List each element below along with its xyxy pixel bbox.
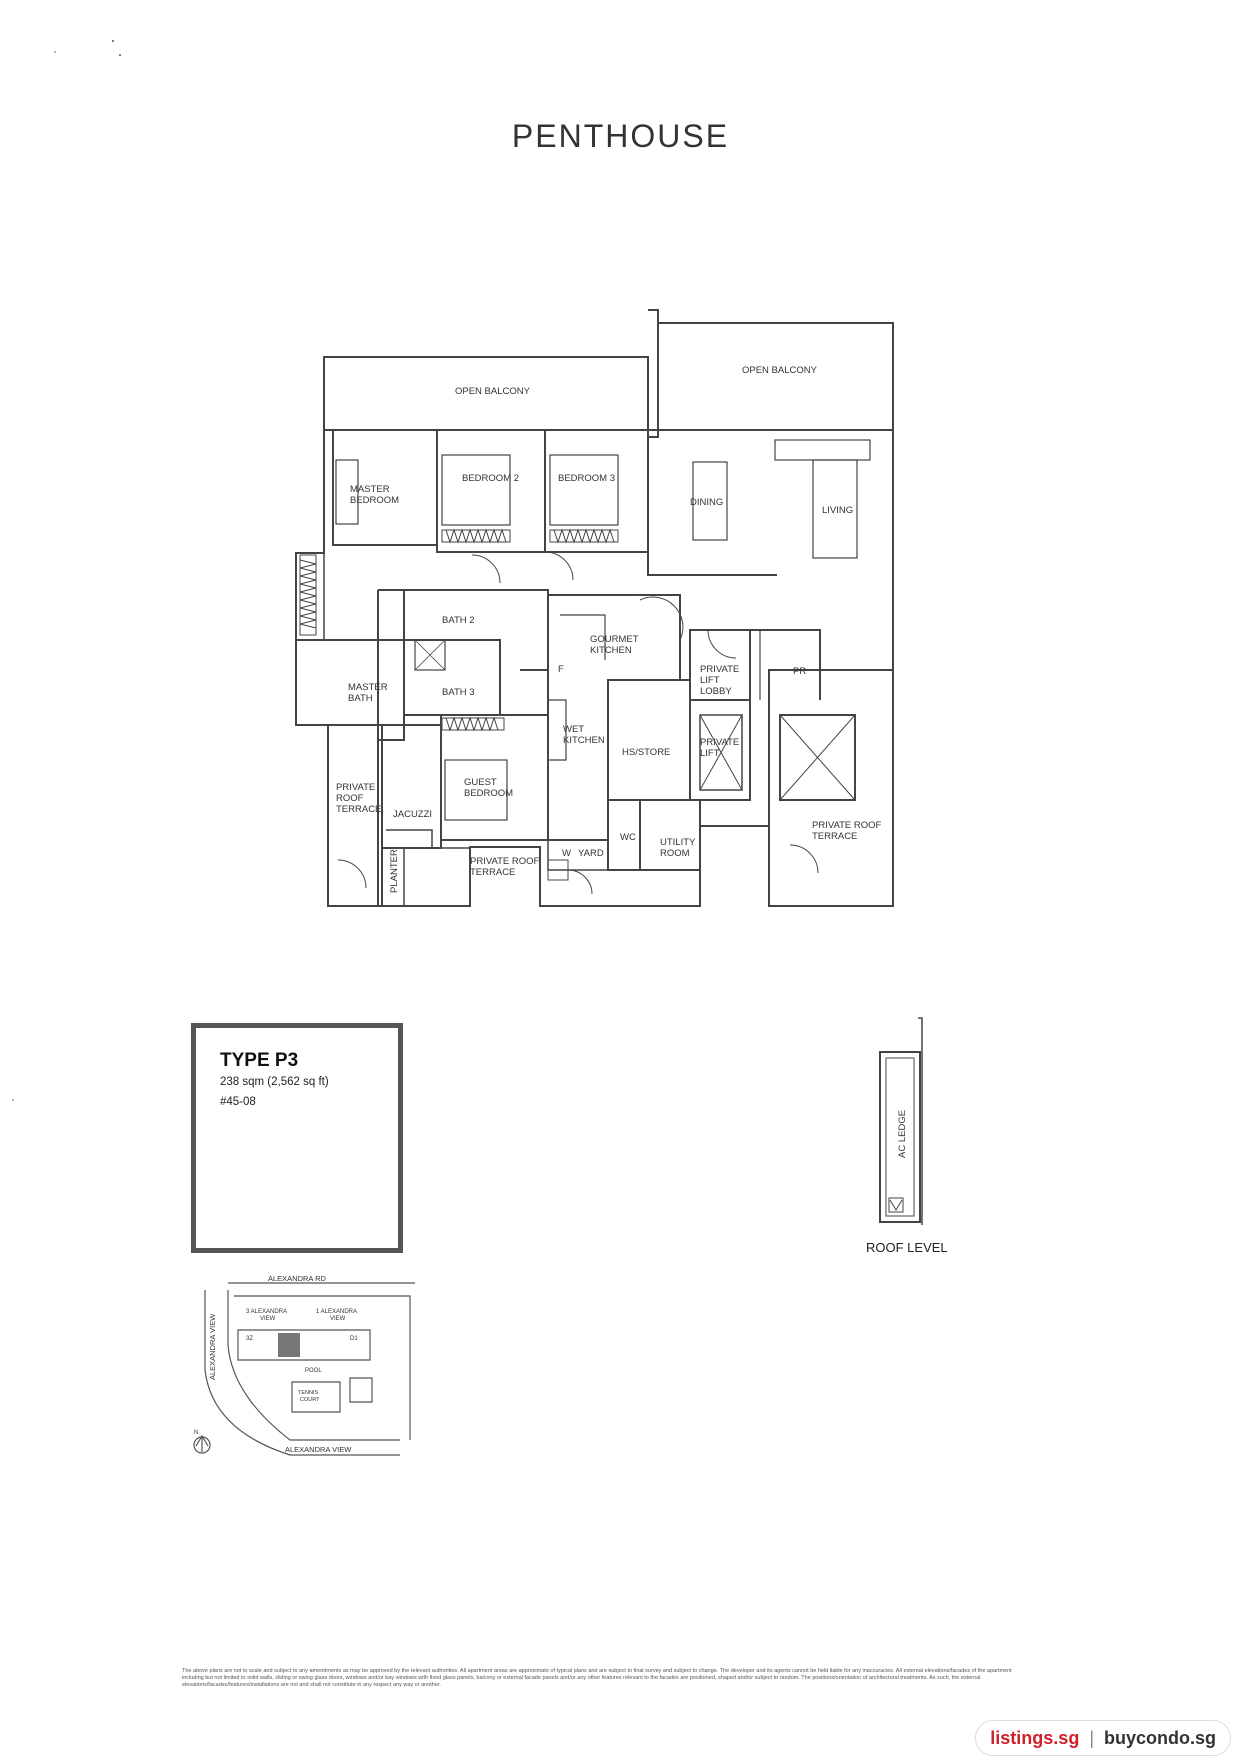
label-open-balcony-right: OPEN BALCONY	[742, 365, 818, 376]
label-living: LIVING	[822, 505, 853, 516]
watermark-brand-b[interactable]: buycondo.sg	[1104, 1727, 1216, 1748]
label-private-lift-1: PRIVATE	[700, 737, 739, 748]
page-title: PENTHOUSE	[511, 118, 730, 154]
watermark-brand-a[interactable]: listings.sg	[990, 1727, 1080, 1748]
label-master-bath-1: MASTER	[348, 682, 388, 693]
site-road-bottom: ALEXANDRA VIEW	[285, 1445, 352, 1454]
label-private-lift-lobby-1: PRIVATE	[700, 664, 739, 675]
label-ac-ledge: AC LEDGE	[897, 1110, 908, 1158]
label-roof-terrace-left-1: PRIVATE	[336, 782, 375, 793]
floor-plan-labels: OPEN BALCONY OPEN BALCONY MASTER BEDROOM…	[336, 365, 882, 893]
label-roof-terrace-right-2: TERRACE	[812, 831, 857, 842]
site-road-top: ALEXANDRA RD	[268, 1274, 327, 1283]
roof-level-caption: ROOF LEVEL	[866, 1240, 948, 1255]
label-bedroom-3: BEDROOM 3	[558, 473, 615, 484]
unit-location-marker	[278, 1333, 300, 1357]
label-roof-terrace-left-2: ROOF	[336, 793, 364, 804]
unit-info-box: TYPE P3 238 sqm (2,562 sq ft) #45-08	[191, 1023, 403, 1253]
label-gourmet-kitchen-2: KITCHEN	[590, 645, 632, 656]
site-block-left-2: VIEW	[260, 1316, 276, 1322]
label-master-bedroom-1: MASTER	[350, 484, 390, 495]
label-utility-room-2: ROOM	[660, 848, 690, 859]
label-pr: PR	[793, 666, 806, 677]
label-f: F	[558, 664, 564, 675]
unit-area: 238 sqm (2,562 sq ft)	[220, 1076, 329, 1088]
site-label-3z: 3Z	[246, 1336, 253, 1342]
label-open-balcony-left: OPEN BALCONY	[455, 386, 531, 397]
label-hs-store: HS/STORE	[622, 747, 670, 758]
site-label-d1: D1	[350, 1336, 358, 1342]
site-block-left-1: 3 ALEXANDRA	[246, 1309, 287, 1315]
floor-plan	[295, 309, 894, 907]
site-block-right-2: VIEW	[330, 1316, 346, 1322]
label-wc: WC	[620, 832, 636, 843]
site-block-right-1: 1 ALEXANDRA	[316, 1309, 357, 1315]
site-tennis-2: COURT	[300, 1397, 320, 1403]
site-plan	[193, 1282, 415, 1456]
label-guest-bedroom-1: GUEST	[464, 777, 497, 788]
label-private-lift-lobby-3: LOBBY	[700, 686, 732, 697]
label-gourmet-kitchen-1: GOURMET	[590, 634, 639, 645]
wardrobes	[299, 528, 619, 732]
disclaimer: The above plans are not to scale and sub…	[182, 1668, 1012, 1688]
site-north-label: N	[194, 1430, 198, 1436]
label-master-bedroom-2: BEDROOM	[350, 495, 399, 506]
site-road-left: ALEXANDRA VIEW	[208, 1313, 217, 1380]
label-roof-terrace-mid-2: TERRACE	[470, 867, 515, 878]
label-wet-kitchen-2: KITCHEN	[563, 735, 605, 746]
label-private-lift-lobby-2: LIFT	[700, 675, 720, 686]
label-private-lift-2: LIFT	[700, 748, 720, 759]
watermark-separator: |	[1089, 1727, 1094, 1748]
label-bath-2: BATH 2	[442, 615, 475, 626]
label-roof-terrace-right-1: PRIVATE ROOF	[812, 820, 882, 831]
label-planter: PLANTER	[389, 849, 400, 893]
unit-number: #45-08	[220, 1096, 256, 1108]
label-w: W	[562, 848, 571, 859]
label-bath-3: BATH 3	[442, 687, 475, 698]
site-pool: POOL	[305, 1368, 322, 1374]
unit-type: TYPE P3	[220, 1050, 299, 1071]
site-tennis-1: TENNIS	[298, 1390, 319, 1396]
scan-marks	[12, 40, 121, 1101]
watermark[interactable]: listings.sg | buycondo.sg	[975, 1720, 1231, 1756]
label-wet-kitchen-1: WET	[563, 724, 584, 735]
label-roof-terrace-left-3: TERRACE	[336, 804, 381, 815]
label-jacuzzi: JACUZZI	[393, 809, 432, 820]
roof-plan	[879, 1017, 923, 1225]
label-yard: YARD	[578, 848, 604, 859]
site-plan-labels: ALEXANDRA RD ALEXANDRA VIEW ALEXANDRA VI…	[194, 1274, 358, 1454]
label-roof-terrace-mid-1: PRIVATE ROOF	[470, 856, 540, 867]
label-master-bath-2: BATH	[348, 693, 373, 704]
label-guest-bedroom-2: BEDROOM	[464, 788, 513, 799]
label-bedroom-2: BEDROOM 2	[462, 473, 519, 484]
label-dining: DINING	[690, 497, 723, 508]
label-utility-room-1: UTILITY	[660, 837, 696, 848]
